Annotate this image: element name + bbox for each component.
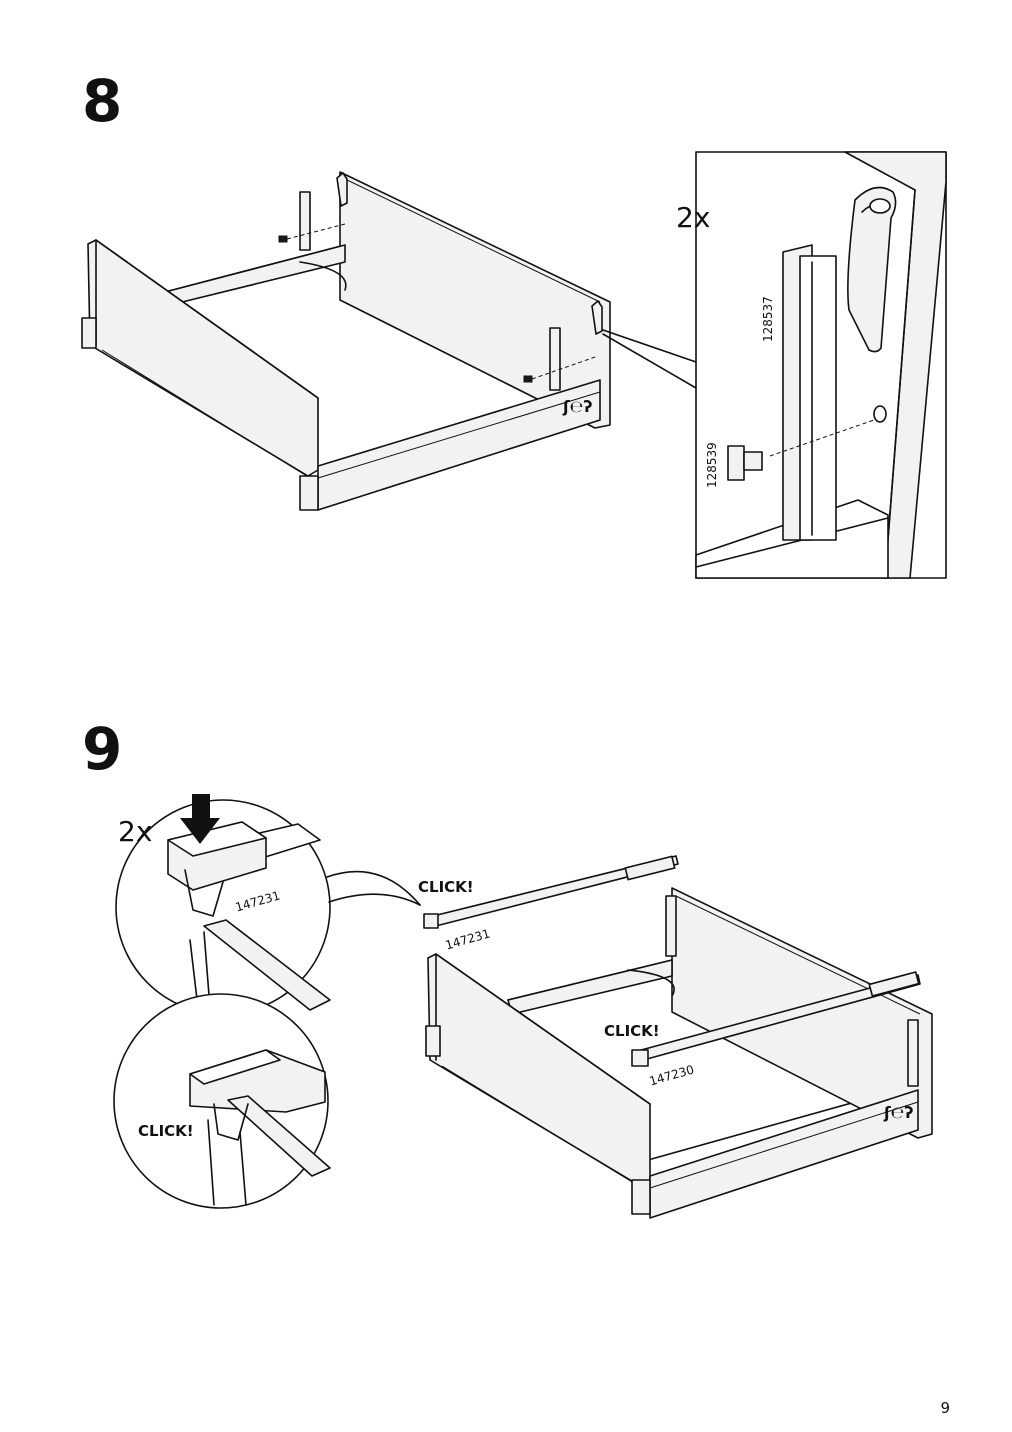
step-8-number: 8 (82, 67, 123, 135)
click-label-middle: CLICK! (604, 1022, 660, 1040)
step8-quantity: 2x (676, 201, 711, 234)
step8-drawer-illustration: ʃ℮ʔ (81, 171, 697, 511)
svg-text:ʃ℮ʔ: ʃ℮ʔ (883, 1103, 913, 1122)
step8-detail-box (695, 151, 947, 579)
page-number: 9 (940, 1399, 950, 1417)
step-9-number: 9 (82, 715, 123, 783)
step9-detail-circle-bottom (113, 993, 331, 1209)
step9-quantity: 2x (118, 815, 153, 848)
click-label-top: CLICK! (418, 878, 474, 896)
svg-text:ʃ℮ʔ: ʃ℮ʔ (562, 397, 592, 416)
step9-detail-circle-top (115, 794, 421, 1015)
part-number-128539: 128539 (705, 442, 719, 488)
click-label-circle: CLICK! (138, 1122, 194, 1140)
part-number-128537: 128537 (761, 296, 775, 342)
step9-drawer-illustration: ʃ℮ʔ (423, 855, 933, 1219)
